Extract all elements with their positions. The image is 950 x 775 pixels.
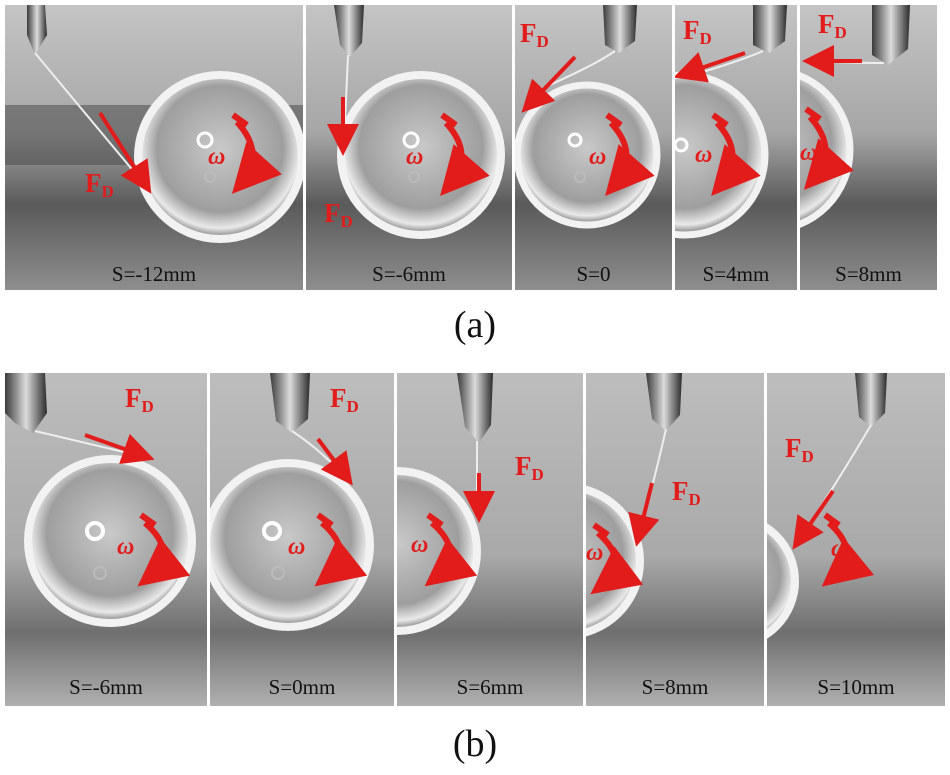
force-label: FD bbox=[785, 433, 814, 466]
panel-b3-image bbox=[397, 373, 583, 706]
force-label: FD bbox=[85, 168, 114, 201]
force-arrow bbox=[316, 437, 353, 486]
omega-label: ω bbox=[117, 534, 135, 560]
omega-label: ω bbox=[208, 144, 226, 170]
panel-a4: FD ω S=4mm bbox=[675, 5, 797, 290]
panel-b4: FD ω S=8mm bbox=[586, 373, 764, 706]
panel-a5: FD ω S=8mm bbox=[800, 5, 937, 290]
panel-b5-caption: S=10mm bbox=[817, 675, 895, 699]
panel-b4-image bbox=[586, 373, 764, 706]
panel-a3: FD ω S=0 bbox=[515, 5, 672, 290]
omega-label: ω bbox=[406, 144, 424, 170]
panel-a4-image bbox=[675, 5, 797, 290]
needle bbox=[603, 5, 637, 53]
needle bbox=[753, 5, 787, 53]
force-arrow bbox=[84, 433, 155, 465]
panel-a3-caption: S=0 bbox=[576, 262, 611, 286]
panel-b1: FD ω S=-6mm bbox=[5, 373, 207, 706]
panel-b5: FD ω S=10mm bbox=[767, 373, 945, 706]
force-arrow bbox=[792, 489, 835, 550]
omega-label: ω bbox=[288, 534, 306, 560]
panel-b3-caption: S=6mm bbox=[456, 675, 524, 699]
force-arrow bbox=[675, 51, 746, 83]
needle bbox=[334, 5, 364, 57]
force-label: FD bbox=[330, 383, 359, 416]
panel-a4-caption: S=4mm bbox=[702, 262, 770, 286]
panel-a1-image bbox=[5, 5, 303, 290]
droplet bbox=[515, 81, 661, 229]
droplet bbox=[24, 455, 196, 627]
force-label: FD bbox=[125, 383, 154, 416]
row-b: FD ω S=-6mm FD ω S=0mm F bbox=[0, 373, 950, 713]
force-arrow bbox=[628, 482, 660, 547]
needle bbox=[457, 373, 493, 443]
force-label: FD bbox=[683, 15, 712, 48]
panel-a5-image bbox=[800, 5, 937, 290]
panel-b5-image bbox=[767, 373, 945, 706]
droplet bbox=[134, 71, 303, 243]
row-b-label: (b) bbox=[452, 723, 498, 765]
force-arrow bbox=[98, 111, 152, 194]
panel-a1: FD ω S=-12mm bbox=[5, 5, 303, 290]
panel-a1-caption: S=-12mm bbox=[111, 262, 197, 286]
force-label: FD bbox=[520, 18, 549, 51]
needle bbox=[872, 5, 910, 65]
panel-b2-caption: S=0mm bbox=[268, 675, 336, 699]
omega-label: ω bbox=[695, 142, 713, 168]
row-a: FD ω S=-12mm FD ω S=-6mm bbox=[0, 0, 950, 300]
panel-a3-image bbox=[515, 5, 672, 290]
panel-a5-caption: S=8mm bbox=[835, 262, 902, 286]
panel-b3: FD ω S=6mm bbox=[397, 373, 583, 706]
omega-label: ω bbox=[831, 536, 849, 562]
panel-b1-image bbox=[5, 373, 207, 706]
panel-a2-caption: S=-6mm bbox=[372, 262, 446, 286]
force-label: FD bbox=[324, 198, 353, 231]
needle bbox=[27, 5, 47, 55]
droplet bbox=[767, 523, 799, 639]
panel-b2-image bbox=[210, 373, 394, 706]
needle bbox=[270, 373, 310, 433]
omega-label: ω bbox=[586, 540, 604, 566]
needle bbox=[855, 373, 887, 427]
omega-label: ω bbox=[411, 532, 429, 558]
force-label: FD bbox=[672, 476, 701, 509]
force-label: FD bbox=[818, 9, 847, 42]
force-arrow bbox=[521, 55, 577, 113]
panel-b4-caption: S=8mm bbox=[641, 675, 709, 699]
panel-b2: FD ω S=0mm bbox=[210, 373, 394, 706]
omega-label: ω bbox=[589, 144, 607, 170]
panel-a2: FD ω S=-6mm bbox=[306, 5, 512, 290]
omega-label: ω bbox=[800, 140, 818, 166]
force-label: FD bbox=[515, 451, 544, 484]
panel-b1-caption: S=-6mm bbox=[69, 675, 143, 699]
row-a-label: (a) bbox=[453, 304, 497, 346]
needle bbox=[5, 373, 47, 433]
needle bbox=[646, 373, 682, 431]
panel-a2-image bbox=[306, 5, 512, 290]
